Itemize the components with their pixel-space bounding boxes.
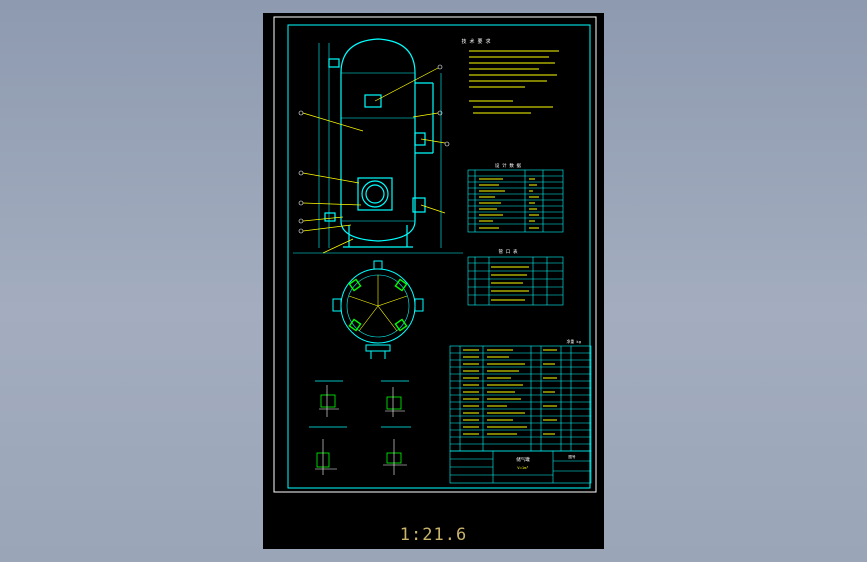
cad-viewport[interactable]: 技 术 要 求 设 计 数 据 xyxy=(263,13,604,549)
sheet-inner-frame xyxy=(287,24,591,489)
spec-table-heading: 设 计 数 据 xyxy=(495,162,522,169)
callout-balloons xyxy=(298,64,450,234)
vessel-elevation xyxy=(293,38,463,254)
nozzle-table: 管 口 表 xyxy=(467,248,564,306)
title-block-sheet: 图号 xyxy=(568,454,576,459)
drawing-sheet: 技 术 要 求 设 计 数 据 xyxy=(273,16,597,493)
notes-heading: 技 术 要 求 xyxy=(461,38,490,45)
title-block-spec: V=1m³ xyxy=(517,465,528,470)
title-block-name: 储气罐 xyxy=(516,456,530,463)
technical-notes: 技 术 要 求 xyxy=(461,38,559,114)
weight-label: 净重 kg xyxy=(567,339,581,344)
sheet-outer-frame xyxy=(273,16,597,493)
design-data-table: 设 计 数 据 xyxy=(467,162,564,233)
scale-label: 1:21.6 xyxy=(399,525,468,545)
nozzle-table-heading: 管 口 表 xyxy=(499,248,518,255)
elevation-leaders xyxy=(302,67,446,254)
parts-list: 净重 kg xyxy=(449,339,592,452)
title-block: 储气罐 V=1m³ 图号 xyxy=(449,450,592,484)
vessel-plan-view xyxy=(332,260,424,359)
detail-views xyxy=(309,380,411,475)
